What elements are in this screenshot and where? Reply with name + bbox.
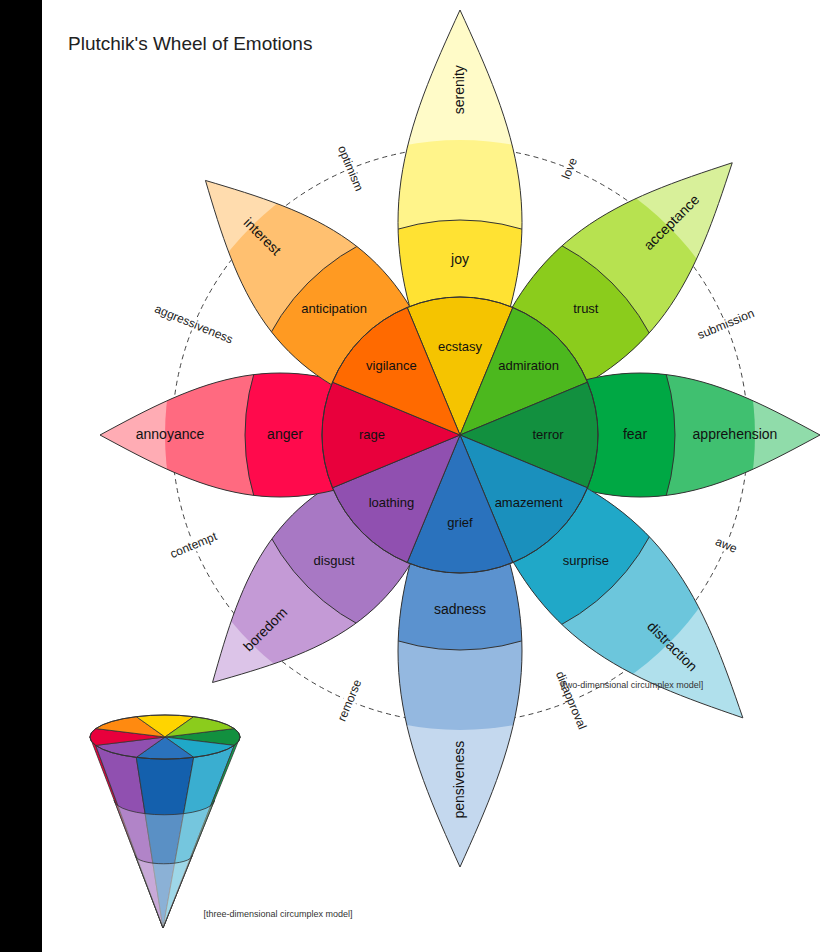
emotion-segment: serenity	[452, 65, 467, 114]
dyad-label: awe	[712, 534, 741, 556]
petal-middle	[245, 220, 675, 650]
petal	[165, 140, 755, 730]
title: Plutchik's Wheel of Emotions	[68, 34, 312, 55]
emotion-segment: trust	[573, 302, 598, 316]
emotion-label: annoyance	[136, 427, 205, 442]
emotion-segment: vigilance	[366, 359, 417, 373]
cone-band	[114, 800, 215, 928]
petal-outer	[165, 140, 755, 730]
emotion-label: terror	[532, 428, 563, 442]
petal-outer	[165, 140, 755, 730]
emotion-segment: pensiveness	[452, 741, 467, 819]
petal-outer	[165, 140, 755, 730]
petal-middle	[245, 220, 675, 650]
emotion-wheel	[100, 10, 820, 867]
emotion-label: surprise	[563, 554, 609, 568]
emotion-label: serenity	[452, 65, 467, 114]
dyad-label: contempt	[167, 529, 221, 562]
emotion-label: fear	[623, 427, 647, 442]
emotion-label: apprehension	[693, 427, 778, 442]
petal-middle	[245, 220, 675, 650]
dyad-label: aggressiveness	[151, 302, 237, 348]
emotion-segment: sadness	[434, 602, 486, 617]
petal-outer	[165, 140, 755, 730]
emotion-label: sadness	[434, 602, 486, 617]
emotion-label: joy	[451, 252, 469, 267]
emotion-label: pensiveness	[452, 741, 467, 819]
petal-middle	[245, 220, 675, 650]
emotion-label: trust	[573, 302, 598, 316]
emotion-label: rage	[359, 428, 385, 442]
emotion-label: vigilance	[366, 359, 417, 373]
emotion-segment: rage	[359, 428, 385, 442]
dyad-label: optimism	[334, 142, 366, 195]
emotion-segment: joy	[451, 252, 469, 267]
emotion-label: disgust	[314, 554, 355, 568]
cone-rim	[90, 715, 240, 759]
petal-outer	[165, 140, 755, 730]
emotion-segment: ecstasy	[438, 340, 482, 354]
emotion-label: admiration	[498, 359, 559, 373]
emotion-label: loathing	[369, 496, 415, 510]
emotion-segment: grief	[447, 516, 472, 530]
petal-middle	[245, 220, 675, 650]
model-caption: [three-dimensional circumplex model]	[203, 910, 352, 920]
emotion-label: anticipation	[301, 302, 367, 316]
petal	[165, 140, 755, 730]
emotion-segment: admiration	[498, 359, 559, 373]
petal-middle	[245, 220, 675, 650]
petal	[165, 140, 755, 730]
petal-outer	[165, 140, 755, 730]
dyad-label: love	[559, 154, 581, 183]
petal	[165, 140, 820, 730]
model-caption: [two-dimensional circumplex model]	[561, 681, 704, 691]
petal	[165, 140, 755, 867]
emotion-segment: anticipation	[301, 302, 367, 316]
emotion-label: amazement	[495, 496, 563, 510]
petal-outer	[165, 140, 755, 730]
emotion-segment: amazement	[495, 496, 563, 510]
petal	[165, 10, 755, 730]
emotion-segment: anger	[267, 427, 303, 442]
petal	[165, 140, 755, 730]
dyad-circle	[172, 147, 748, 723]
emotion-label: ecstasy	[438, 340, 482, 354]
petal-outer	[165, 140, 755, 730]
petal-middle	[245, 220, 675, 650]
dyad-label: submission	[694, 306, 758, 343]
dyad-label: remorse	[334, 676, 365, 725]
petal-middle	[245, 220, 675, 650]
emotion-segment: fear	[623, 427, 647, 442]
cone-illustration	[90, 715, 240, 928]
emotion-segment: disgust	[314, 554, 355, 568]
cone-top-sector	[165, 717, 234, 737]
emotion-segment: surprise	[563, 554, 609, 568]
emotion-label: grief	[447, 516, 472, 530]
inner-sector	[333, 308, 461, 436]
cone-band	[135, 855, 192, 928]
inner-circle	[322, 297, 598, 573]
emotion-segment: loathing	[369, 496, 415, 510]
emotion-segment: apprehension	[693, 427, 778, 442]
emotion-segment: annoyance	[136, 427, 205, 442]
dyad-label: disapproval	[552, 668, 589, 733]
emotion-label: anger	[267, 427, 303, 442]
petal	[100, 140, 755, 730]
emotion-segment: terror	[532, 428, 563, 442]
